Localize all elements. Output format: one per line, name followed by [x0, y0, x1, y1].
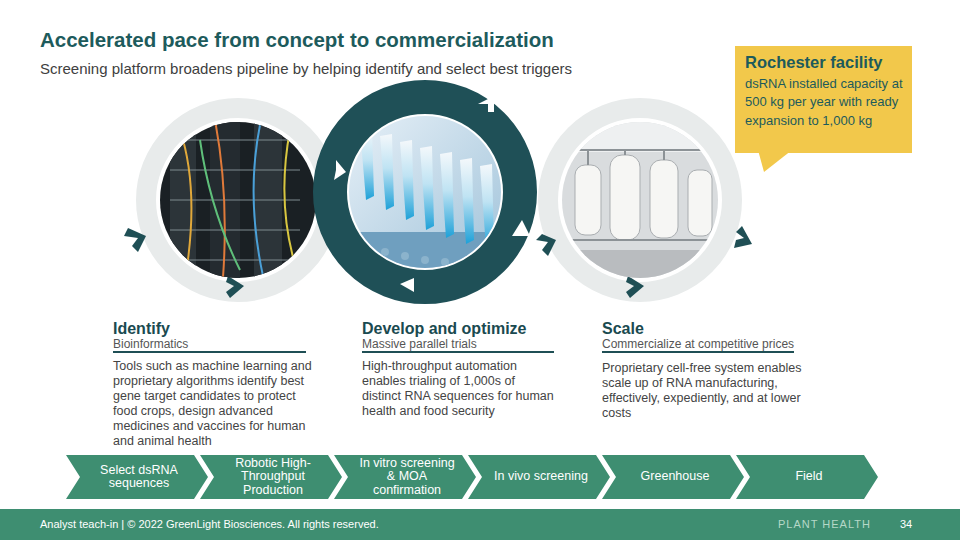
ring [146, 108, 330, 292]
chevron-fill [66, 455, 208, 499]
chevron-label: In vitro screening & MOA confirmation [354, 457, 460, 498]
column-heading: Develop and optimize [362, 319, 562, 338]
process-chevron: Robotic High-Throughput Production [200, 455, 342, 499]
column-subheading: Bioinformatics [113, 337, 308, 351]
ring [330, 97, 520, 287]
chevron-fill [334, 455, 476, 499]
process-chevron: Field [736, 455, 878, 499]
callout-body: dsRNA installed capacity at 500 kg per y… [745, 75, 904, 130]
footer-text: Analyst teach-in | © 2022 GreenLight Bio… [40, 518, 379, 531]
chevron-label: Select dsRNA sequences [86, 464, 192, 491]
process-chevron: In vivo screening [468, 455, 610, 499]
subtitle: Screening platform broadens pipeline by … [40, 60, 572, 78]
slide-title: Accelerated pace from concept to commerc… [40, 28, 554, 52]
underline [113, 351, 794, 353]
process-chevron: Greenhouse [602, 455, 744, 499]
column-heading: Scale [602, 319, 797, 338]
callout-tail [758, 150, 792, 172]
chevron-label: In vivo screening [494, 470, 588, 484]
chevron-fill [602, 455, 744, 499]
ring [548, 108, 732, 292]
column-body: Tools such as machine learning and propr… [113, 359, 313, 449]
callout-box: Rochester facilitydsRNA installed capaci… [735, 46, 912, 153]
footer-band [0, 509, 960, 540]
chevron-label: Greenhouse [641, 470, 710, 484]
column-body: Proprietary cell-free system enables sca… [602, 361, 802, 421]
section-tag: PLANT HEALTH [778, 518, 871, 531]
column-heading: Identify [113, 319, 308, 338]
chevron-fill [736, 455, 878, 499]
column-subheading: Massive parallel trials [362, 337, 557, 351]
process-chevron: Select dsRNA sequences [66, 455, 208, 499]
facility-photo [552, 112, 732, 292]
chevron-fill [200, 455, 342, 499]
pipette-photo [345, 112, 505, 272]
chevron-label: Robotic High-Throughput Production [220, 457, 326, 498]
ring-arrows [334, 96, 530, 292]
column-body: High-throughput automation enables trial… [362, 359, 557, 419]
chevron-fill [468, 455, 610, 499]
server-photo [150, 112, 330, 292]
column-subheading: Commercialize at competitive prices [602, 337, 802, 351]
process-chevron: In vitro screening & MOA confirmation [334, 455, 476, 499]
callout-heading: Rochester facility [745, 53, 904, 73]
chevron-label: Field [795, 470, 822, 484]
page-number: 34 [900, 518, 912, 531]
